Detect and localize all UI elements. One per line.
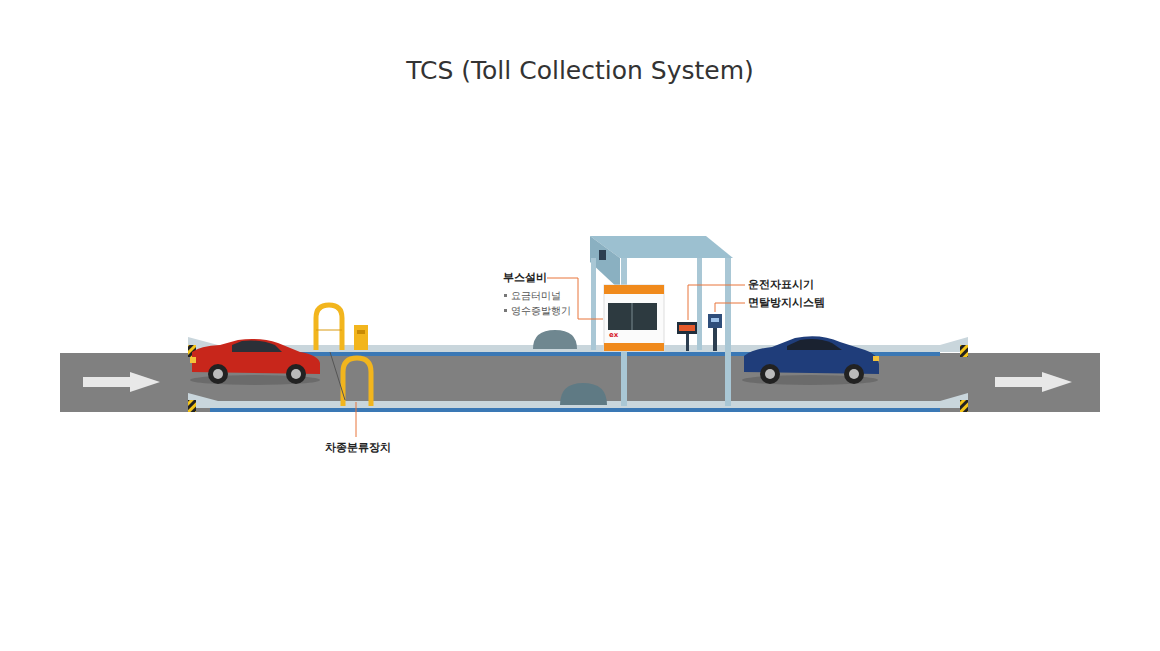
callout-label: 부스설비: [503, 271, 547, 284]
callout-label: 면탈방지시스템: [748, 296, 825, 309]
callout-label: 차종분류장치: [325, 441, 391, 454]
diagram-title: TCS (Toll Collection System): [0, 56, 1160, 86]
callout-label: 운전자표시기: [748, 278, 814, 291]
booth-logo: ex: [609, 331, 618, 339]
callout-item: 요금터미널: [511, 290, 561, 302]
callout-item: 영수증발행기: [511, 305, 571, 317]
